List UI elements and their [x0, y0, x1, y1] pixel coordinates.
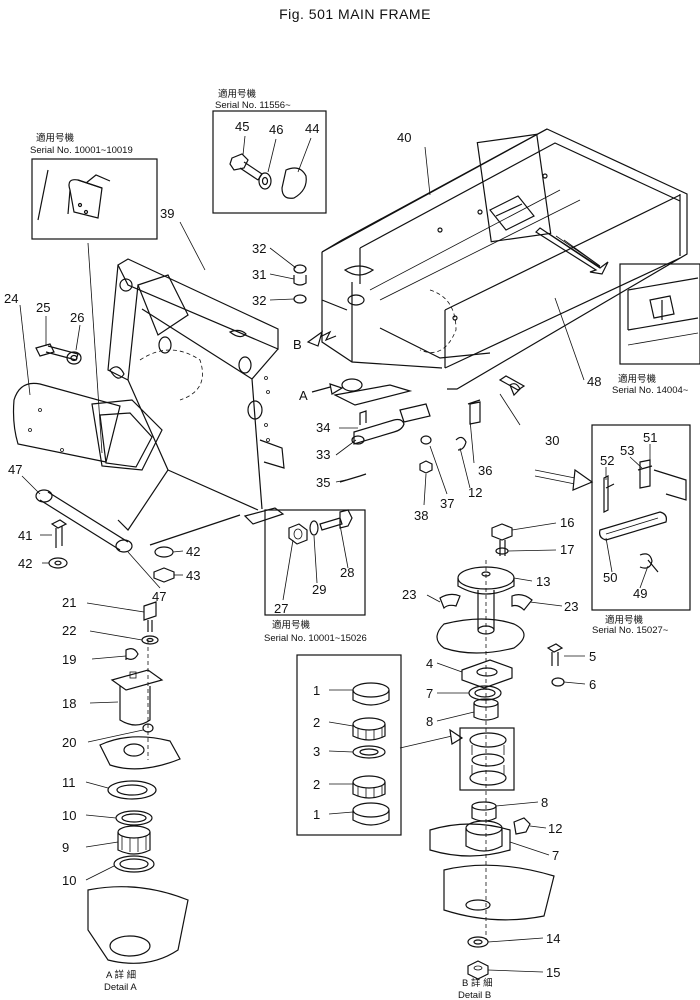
part-label-36: 36: [478, 463, 492, 478]
part-label-51: 51: [643, 430, 657, 445]
part-label-23a: 23: [402, 587, 416, 602]
part-label-31: 31: [252, 267, 266, 282]
center-parts: [293, 264, 521, 483]
part-label-16: 16: [560, 515, 574, 530]
part-label-11: 11: [62, 775, 76, 790]
part-label-17: 17: [560, 542, 574, 557]
letter-b: B: [293, 337, 302, 352]
inset-serial-11556: 適用号機 Serial No. 11556~: [212, 88, 327, 214]
inset-note: Serial No. 14004~: [612, 385, 689, 396]
part-label-25: 25: [36, 300, 50, 315]
part-label-42a: 42: [18, 556, 32, 571]
part-label-32a: 32: [252, 241, 266, 256]
part-label-26: 26: [70, 310, 84, 325]
part-label-23b: 23: [564, 599, 578, 614]
part-label-43: 43: [186, 568, 200, 583]
inset-note: Serial No. 10001~15026: [264, 633, 367, 644]
part-label-33: 33: [316, 447, 330, 462]
inset-serial-10001-15026: 適用号機 Serial No. 10001~15026: [264, 509, 367, 644]
part-label-8b: 8: [541, 795, 548, 810]
bolt-25-washer-26: [35, 343, 125, 379]
inset-note: Serial No. 11556~: [215, 100, 291, 111]
inset-note-jp: 適用号機: [272, 619, 311, 631]
part-label-41: 41: [18, 528, 32, 543]
part-label-24: 24: [4, 291, 18, 306]
part-label-1a: 1: [313, 683, 320, 698]
part-label-46: 46: [269, 122, 283, 137]
part-label-10b: 10: [62, 873, 76, 888]
detail-a-jp: A 詳 細: [106, 969, 136, 981]
part-label-38: 38: [414, 508, 428, 523]
part-label-5: 5: [589, 649, 596, 664]
part-label-44: 44: [305, 121, 319, 136]
part-label-18: 18: [62, 696, 76, 711]
main-frame-40: [321, 128, 688, 406]
inset-note-jp: 適用号機: [218, 88, 257, 100]
detail-a-caption: Detail A: [104, 982, 137, 993]
part-label-13: 13: [536, 574, 550, 589]
part-label-48: 48: [587, 374, 601, 389]
inset-note: Serial No. 10001~10019: [30, 145, 133, 156]
part-label-22: 22: [62, 623, 76, 638]
view-arrows: [87, 242, 594, 749]
detail-b-caption: Detail B: [458, 990, 491, 1000]
part-label-32b: 32: [252, 293, 266, 308]
part-label-45: 45: [235, 119, 249, 134]
part-label-7a: 7: [426, 686, 433, 701]
part-label-53: 53: [620, 443, 634, 458]
inset-note-jp: 適用号機: [36, 132, 75, 144]
part-label-9: 9: [62, 840, 69, 855]
left-frame-39: [35, 258, 285, 553]
part-label-3: 3: [313, 744, 320, 759]
inset-serial-10001-10019: 適用号機 Serial No. 10001~10019: [30, 132, 158, 240]
inset-note-jp: 適用号機: [605, 614, 644, 626]
cover-24: [12, 382, 163, 471]
leader-lines: [19, 221, 651, 973]
part-label-12a: 12: [468, 485, 482, 500]
detail-a: [87, 601, 189, 964]
part-label-12b: 12: [548, 821, 562, 836]
part-label-14: 14: [546, 931, 560, 946]
inset-serial-15027: 適用号機 Serial No. 15027~: [591, 424, 691, 636]
part-label-27: 27: [274, 601, 288, 616]
part-label-39: 39: [160, 206, 174, 221]
part-label-4: 4: [426, 656, 433, 671]
part-label-19: 19: [62, 652, 76, 667]
inset-note-jp: 適用号機: [618, 373, 657, 385]
part-label-34: 34: [316, 420, 330, 435]
part-label-10a: 10: [62, 808, 76, 823]
part-label-29: 29: [312, 582, 326, 597]
part-label-47b: 47: [152, 589, 166, 604]
part-label-35: 35: [316, 475, 330, 490]
part-label-6: 6: [589, 677, 596, 692]
part-label-52: 52: [600, 453, 614, 468]
part-label-20: 20: [62, 735, 76, 750]
part-label-7b: 7: [552, 848, 559, 863]
bolt-41-group: [48, 519, 175, 583]
part-label-40: 40: [397, 130, 411, 145]
part-label-2a: 2: [313, 715, 320, 730]
inset-serial-14004: 適用号機 Serial No. 14004~: [612, 263, 700, 396]
part-label-42b: 42: [186, 544, 200, 559]
figure-title: Fig. 501 MAIN FRAME: [279, 6, 431, 22]
part-label-49: 49: [633, 586, 647, 601]
bearing-set-box: [296, 654, 402, 836]
part-label-28: 28: [340, 565, 354, 580]
part-label-30: 30: [545, 433, 559, 448]
detail-b: [429, 523, 565, 980]
part-label-2b: 2: [313, 777, 320, 792]
part-labels: 45 46 44 40 39 32 31 32 24 25 26 47 41 4…: [4, 119, 657, 980]
part-label-15: 15: [546, 965, 560, 980]
part-label-1b: 1: [313, 807, 320, 822]
detail-b-jp: B 詳 細: [462, 977, 493, 989]
part-label-47a: 47: [8, 462, 22, 477]
part-label-8a: 8: [426, 714, 433, 729]
part-label-37: 37: [440, 496, 454, 511]
letter-a: A: [299, 388, 308, 403]
inset-note: Serial No. 15027~: [592, 625, 669, 636]
part-label-50: 50: [603, 570, 617, 585]
part-label-21: 21: [62, 595, 76, 610]
